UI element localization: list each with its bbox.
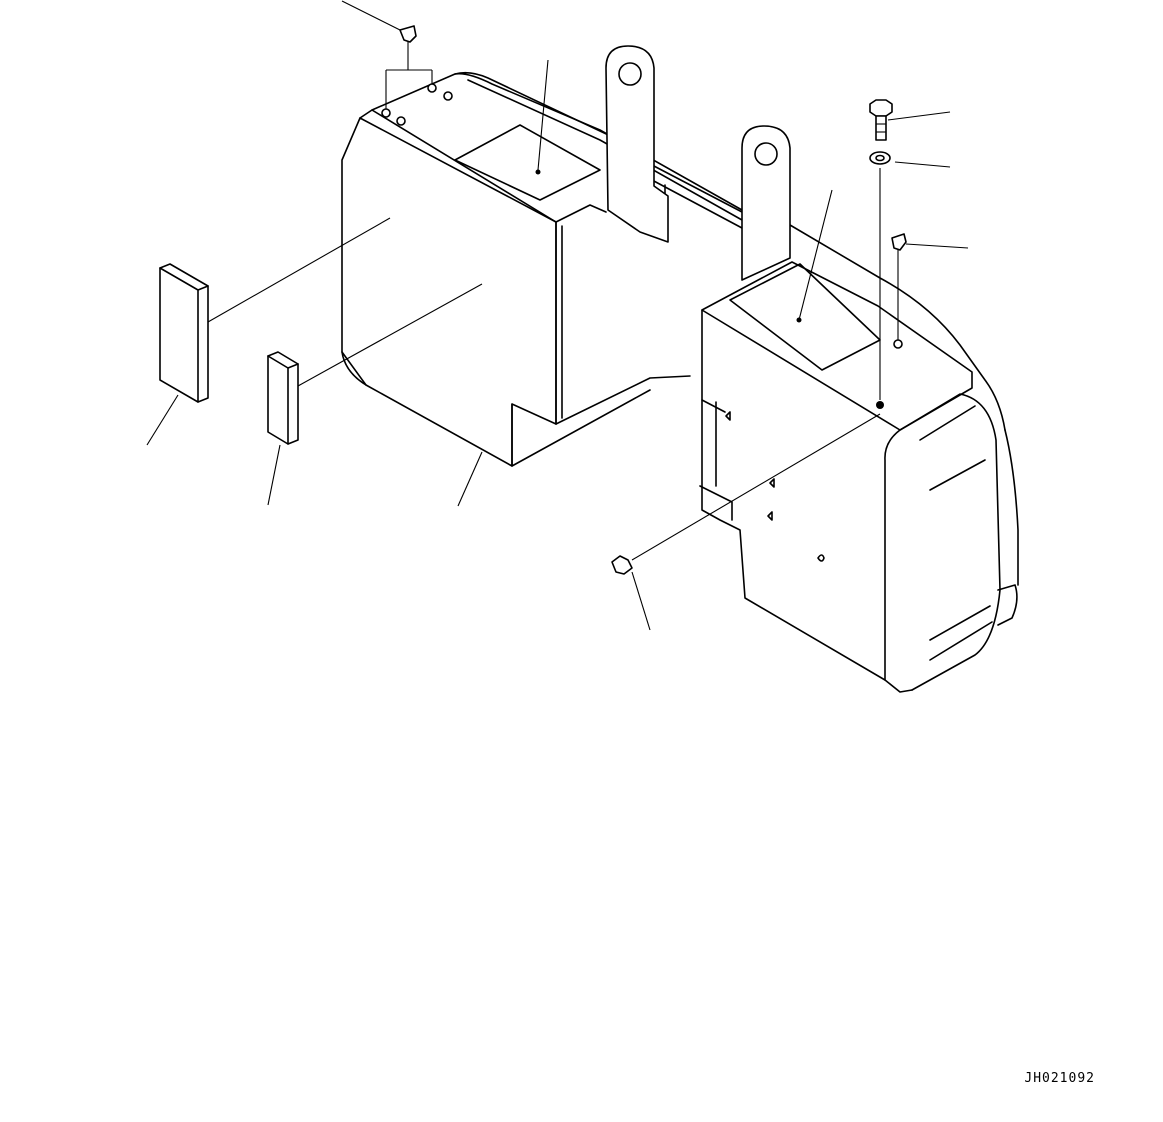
washer bbox=[869, 151, 891, 165]
hole-marker-right bbox=[876, 401, 884, 409]
rivet-holes-top bbox=[381, 83, 453, 126]
lifting-bracket-left bbox=[605, 45, 669, 243]
cover-bolt-top-left bbox=[399, 25, 417, 43]
pad-large bbox=[159, 263, 209, 403]
lifting-bracket-right bbox=[741, 125, 791, 281]
drawing-code: JH021092 bbox=[1024, 1071, 1095, 1086]
push-rivet-right bbox=[891, 233, 907, 349]
pad-small bbox=[267, 351, 299, 445]
hex-bolt bbox=[869, 99, 893, 141]
leader-lines bbox=[146, 0, 969, 631]
top-rail bbox=[454, 72, 1006, 431]
plate-dots bbox=[535, 169, 802, 323]
screw-bottom bbox=[611, 555, 633, 575]
counterweight-right-block bbox=[699, 261, 1019, 693]
